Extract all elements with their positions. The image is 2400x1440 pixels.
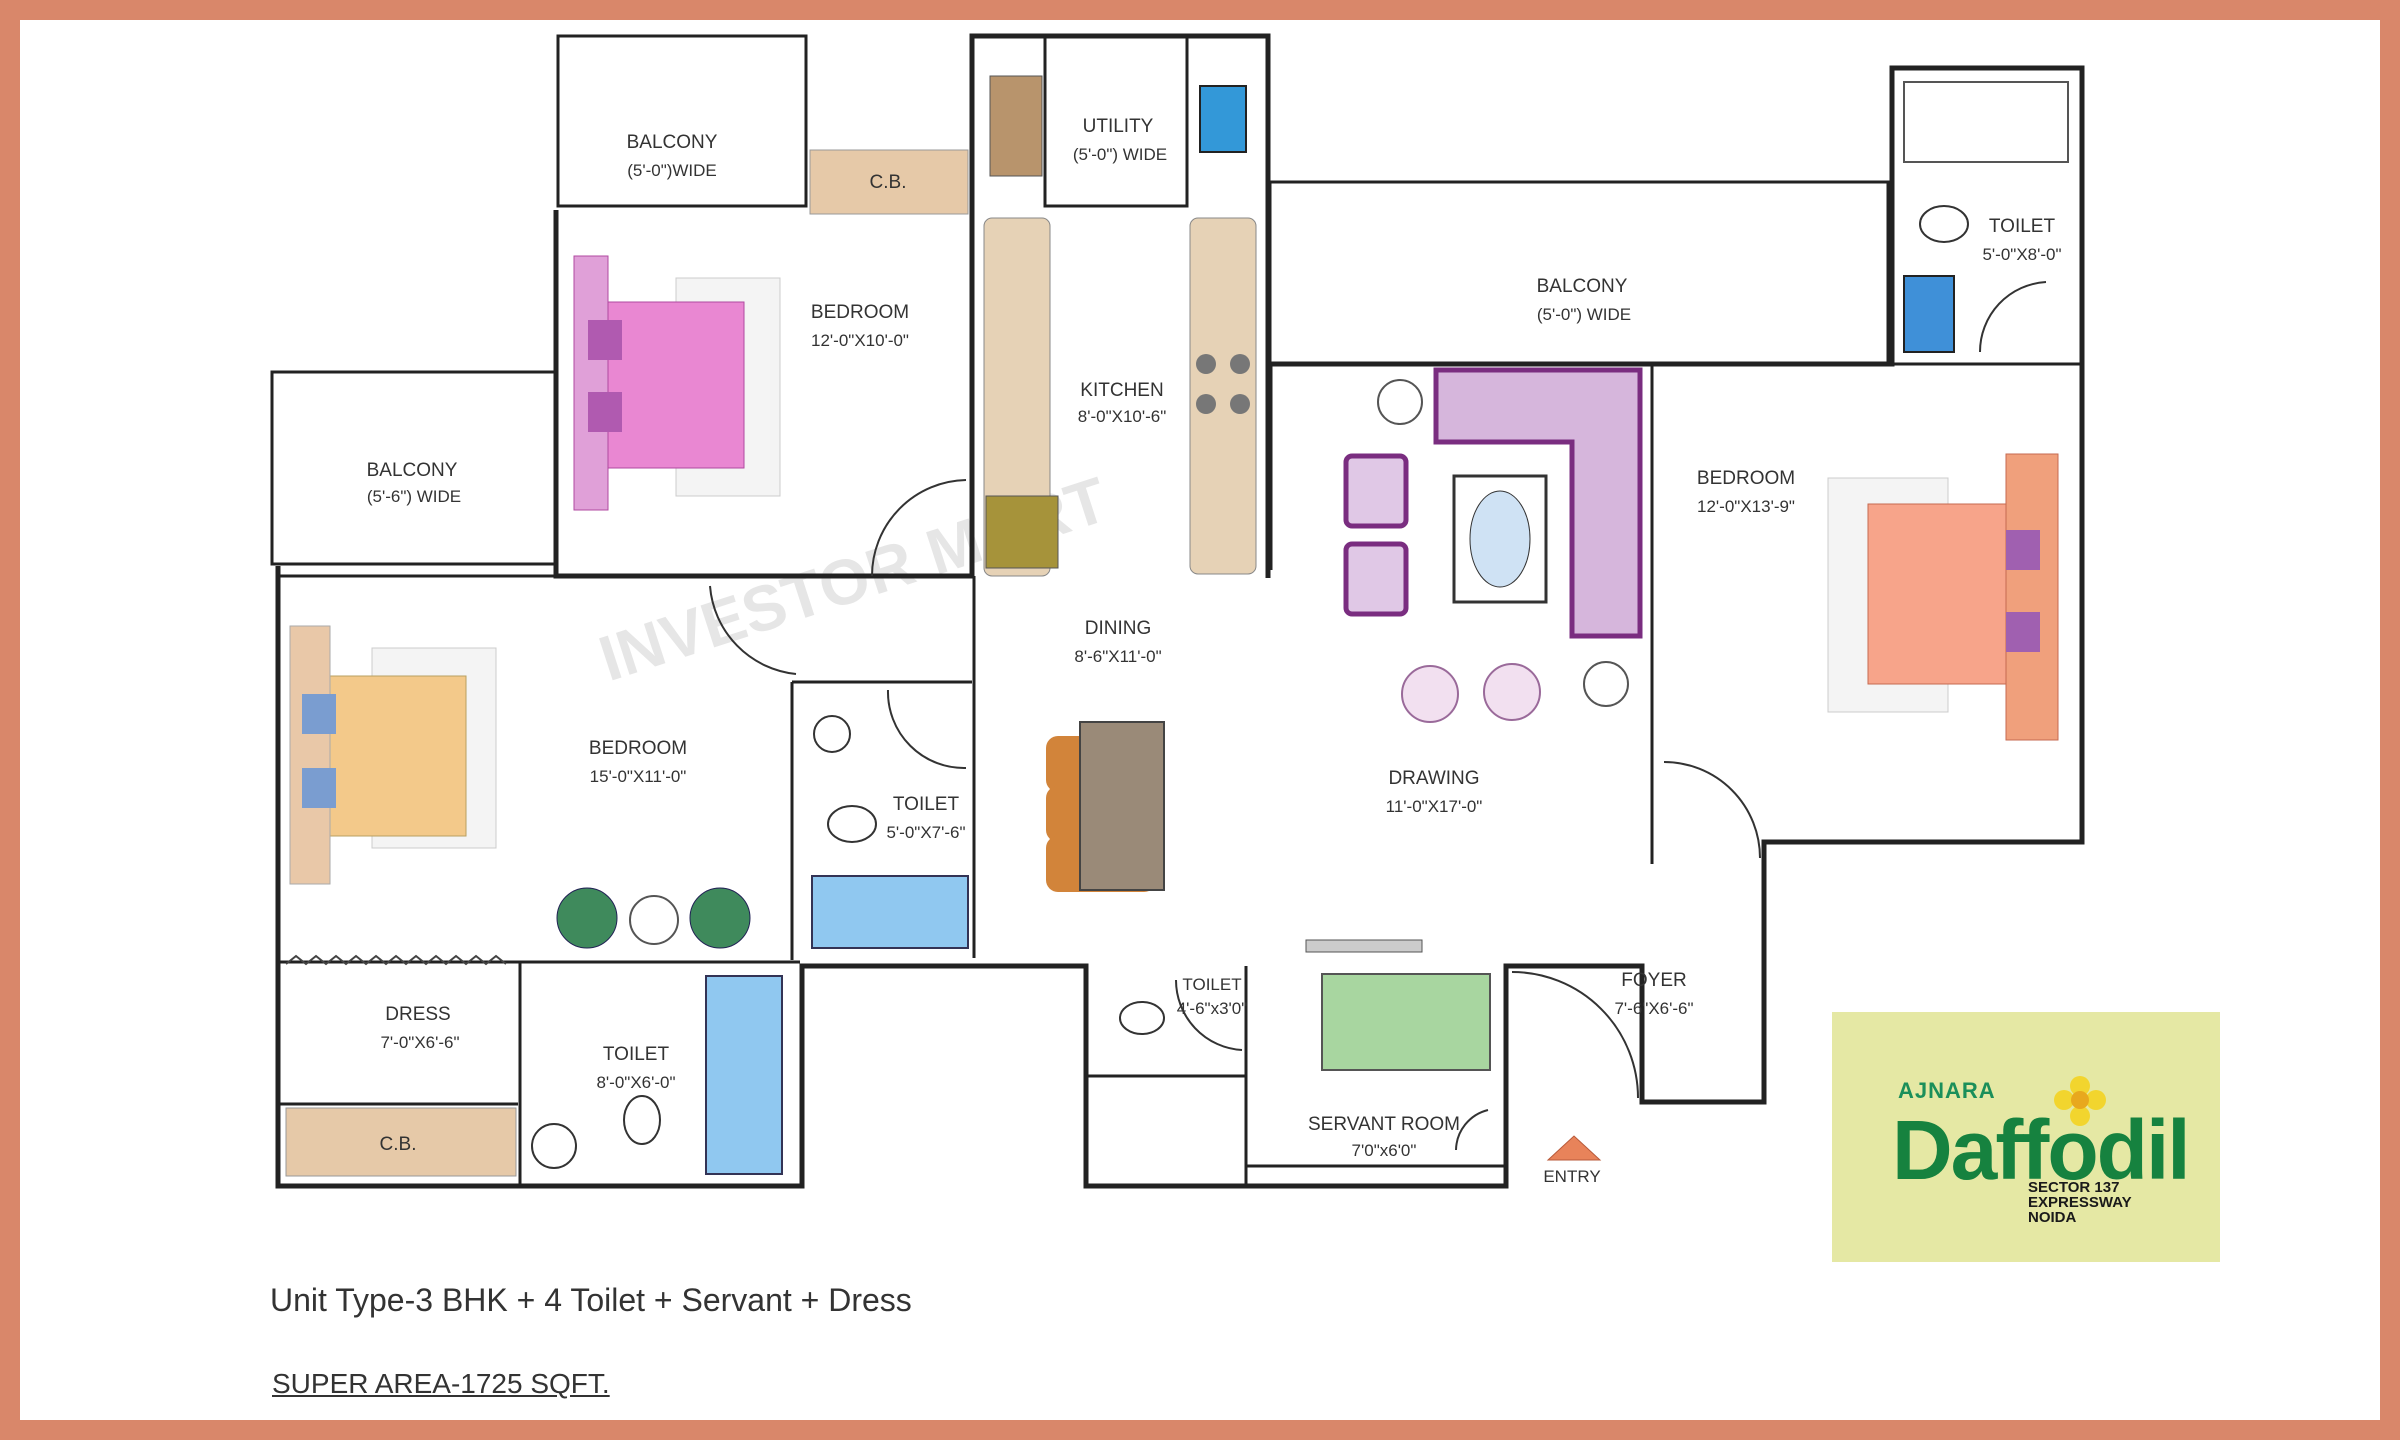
room-name: TOILET: [1989, 216, 2056, 237]
room-size: 8'-0"X6'-0": [596, 1073, 675, 1092]
room-size: 12'-0"X13'-9": [1697, 497, 1795, 516]
room-name: BEDROOM: [1697, 468, 1795, 489]
room-size: (5'-0") WIDE: [1537, 305, 1631, 324]
toilet-servant-fixture: [1119, 1001, 1165, 1035]
servant-bed-icon: [1321, 973, 1491, 1071]
room-name: TOILET: [1182, 975, 1241, 994]
room-size: 15'-0"X11'-0": [590, 767, 687, 786]
door-bedroom-left: [709, 585, 797, 675]
sofa-icon: [1433, 367, 1643, 639]
stool-icon: [1401, 665, 1459, 723]
room-size: 5'-0"X7'-6": [886, 823, 965, 842]
kitchen-counter-right: [1189, 217, 1257, 575]
room-size: 8'-6"X11'-0": [1074, 647, 1161, 666]
cupboard-top: [809, 149, 969, 215]
bed-right-icon: [1827, 453, 2059, 741]
room-name: C.B.: [870, 172, 907, 193]
super-area-caption: SUPER AREA-1725 SQFT.: [272, 1368, 610, 1399]
balcony-right: [1268, 180, 1890, 366]
stove-icon: [1196, 354, 1250, 414]
room-size: 11'-0"X17'-0": [1386, 797, 1483, 816]
door-bedroom-top: [871, 479, 967, 577]
room-name: BALCONY: [627, 132, 718, 153]
room-size: 4'-6"x3'0": [1177, 999, 1248, 1018]
room-name: SERVANT ROOM: [1308, 1114, 1460, 1135]
armchair-icon: [1343, 541, 1409, 617]
room-name: BEDROOM: [589, 738, 687, 759]
outer-wall: [275, 65, 2085, 1189]
side-table-icon: [629, 895, 679, 945]
door-bedroom-right: [1663, 761, 1761, 859]
lamp-icon: [1377, 379, 1423, 425]
room-name: TOILET: [603, 1044, 670, 1065]
armchair-icon: [1343, 453, 1409, 529]
room-name: BEDROOM: [811, 302, 909, 323]
door-toilet-center: [886, 689, 967, 770]
lamp-icon: [1583, 661, 1629, 707]
room-size: (5'-0")WIDE: [627, 161, 717, 180]
fridge-icon: [985, 495, 1059, 569]
room-name: BALCONY: [367, 460, 458, 481]
daffodil-flower-icon: [2054, 1076, 2106, 1126]
logo-location: SECTOR 137 EXPRESSWAY NOIDA: [2028, 1179, 2132, 1226]
door-foyer: [1511, 971, 1639, 1099]
room-size: 8'-0"X10'-6": [1078, 407, 1167, 426]
unit-type-caption: Unit Type-3 BHK + 4 Toilet + Servant + D…: [270, 1282, 912, 1318]
room-name: C.B.: [380, 1134, 417, 1155]
armchair-icon: [556, 887, 618, 949]
entry-arrow-icon: [1546, 1135, 1602, 1161]
door-servant-toilet: [1174, 979, 1243, 1051]
sink-icon: [989, 75, 1043, 177]
dining-table-icon: [1046, 721, 1165, 892]
logo-brand: AJNARA: [1898, 1078, 1996, 1103]
logo-name: Daffodil: [1892, 1103, 2191, 1197]
toilet-fixtures-bottom: [531, 975, 783, 1175]
door-servant-room: [1455, 1109, 1489, 1151]
room-name: DRAWING: [1388, 768, 1479, 789]
room-name: UTILITY: [1083, 116, 1154, 137]
room-name: KITCHEN: [1080, 380, 1163, 401]
stool-icon: [1483, 663, 1541, 721]
bed-top-icon: [573, 255, 781, 511]
room-name: FOYER: [1621, 970, 1686, 991]
window-icon: [1305, 939, 1423, 953]
room-size: (5'-0") WIDE: [1073, 145, 1167, 164]
entry-label: ENTRY: [1543, 1167, 1600, 1186]
project-logo: AJNARA Daffodil SECTOR 137 EXPRESSWAY NO…: [1832, 1012, 2220, 1262]
bed-left-icon: [289, 625, 497, 885]
balcony-top-left: [556, 34, 808, 208]
room-size: (5'-6") WIDE: [367, 487, 461, 506]
coffee-table-top: [1469, 490, 1531, 588]
room-size: 7'-6"X6'-6": [1614, 999, 1693, 1018]
toilet-fixtures-center: [811, 715, 969, 949]
room-name: BALCONY: [1537, 276, 1628, 297]
door-toilet-right: [1978, 281, 2047, 353]
armchair-icon: [689, 887, 751, 949]
cupboard-bottom: [285, 1107, 517, 1177]
utility-walls: [1043, 34, 1189, 208]
room-size: 7'-0"X6'-6": [380, 1033, 459, 1052]
room-size: 12'-0"X10'-0": [811, 331, 909, 350]
washing-machine-icon: [1199, 85, 1247, 153]
toilet-fixtures-right: [1903, 81, 2069, 353]
room-size: 7'0"x6'0": [1352, 1141, 1417, 1160]
room-name: TOILET: [893, 794, 960, 815]
center-wall: [553, 33, 1271, 579]
room-name: DINING: [1085, 618, 1152, 639]
dress-curtain: [285, 954, 507, 966]
room-size: 5'-0"X8'-0": [1982, 245, 2061, 264]
room-name: DRESS: [385, 1004, 450, 1025]
kitchen-counter-left: [983, 217, 1051, 577]
